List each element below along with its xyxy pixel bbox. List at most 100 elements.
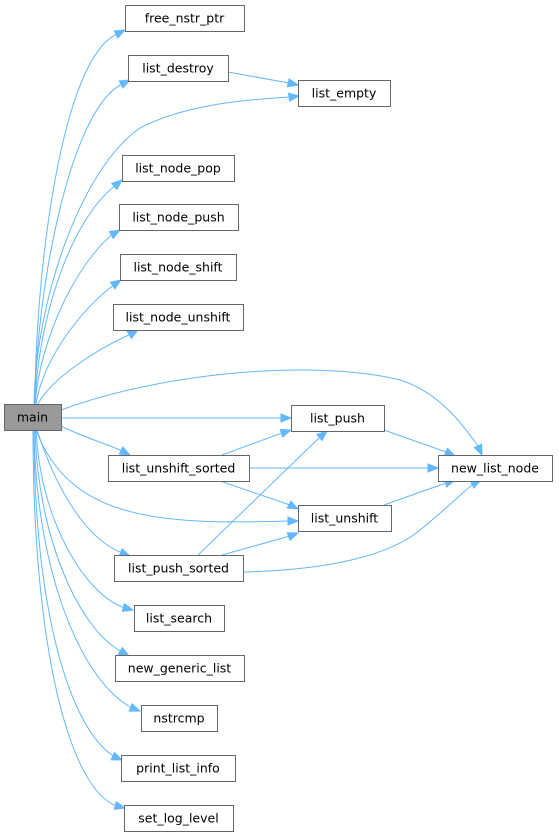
node-list-node-shift[interactable]: list_node_shift (120, 254, 237, 281)
node-list-node-unshift[interactable]: list_node_unshift (113, 304, 244, 331)
edge-line (34, 429, 123, 653)
edge-main-to-list_empty (33, 92, 301, 405)
edge-list_push_sorted-to-list_unshift (221, 532, 300, 556)
node-list-search[interactable]: list_search (134, 605, 225, 632)
node-list-destroy[interactable]: list_destroy (128, 55, 229, 82)
edge-line (33, 429, 133, 709)
arrow-head-icon (287, 516, 300, 526)
edge-line (227, 71, 290, 84)
arrow-head-icon (108, 229, 122, 240)
edge-line (383, 482, 447, 506)
node-list-push-sorted[interactable]: list_push_sorted (114, 555, 244, 582)
edge-list_push-to-new_list_node (383, 429, 457, 457)
node-free-nstr-ptr[interactable]: free_nstr_ptr (125, 5, 245, 32)
arrow-head-icon (279, 428, 293, 438)
arrow-head-icon (109, 279, 123, 290)
edge-line (383, 429, 447, 453)
node-new-generic-list[interactable]: new_generic_list (115, 655, 245, 682)
edge-line (33, 429, 116, 758)
node-box (291, 405, 385, 432)
node-box (119, 204, 239, 231)
edge-main-to-list_search (35, 429, 135, 613)
edge-main-to-list_destroy (34, 79, 132, 405)
edge-line (60, 425, 123, 452)
edge-line (35, 283, 116, 405)
edge-line (34, 83, 123, 405)
node-box (122, 155, 235, 182)
edge-list_unshift_sorted-to-list_unshift (219, 480, 300, 510)
edge-line (221, 432, 283, 456)
node-box (438, 455, 553, 482)
node-label: list_empty (312, 86, 377, 101)
node-box (141, 705, 218, 732)
edge-main-to-list_push_sorted (36, 429, 132, 557)
edge-line (219, 480, 291, 506)
node-box (128, 55, 229, 82)
node-label: nstrcmp (153, 711, 204, 726)
edge-line (32, 429, 118, 807)
node-box (124, 805, 234, 832)
node-box (298, 80, 391, 107)
node-box (4, 404, 62, 431)
node-label: list_node_unshift (126, 310, 231, 325)
arrow-head-icon (118, 446, 132, 456)
edge-main-to-list_node_push (34, 229, 122, 405)
node-new-list-node[interactable]: new_list_node (438, 455, 553, 482)
arrow-head-icon (288, 92, 301, 102)
arrow-head-icon (113, 29, 127, 39)
node-box (120, 254, 237, 281)
edge-line (37, 333, 132, 405)
node-box (134, 605, 225, 632)
node-list-node-pop[interactable]: list_node_pop (122, 155, 235, 182)
arrow-head-icon (280, 413, 293, 423)
edge-main-to-list_node_pop (34, 179, 124, 405)
node-label: list_node_pop (135, 161, 221, 176)
node-label: main (17, 410, 48, 425)
arrow-head-icon (117, 646, 131, 657)
node-set-log-level[interactable]: set_log_level (124, 805, 234, 832)
arrow-head-icon (286, 532, 300, 542)
node-label: list_node_shift (133, 260, 222, 275)
edge-line (36, 429, 123, 554)
arrow-head-icon (110, 751, 124, 761)
node-box (115, 655, 245, 682)
node-nstrcmp[interactable]: nstrcmp (141, 705, 218, 732)
edge-line (60, 369, 479, 447)
edge-list_destroy-to-list_empty (227, 71, 300, 88)
edge-line (34, 33, 118, 405)
arrow-head-icon (473, 443, 483, 457)
edge-main-to-list_unshift_sorted (60, 425, 132, 456)
arrow-head-icon (286, 78, 300, 88)
edge-list_unshift_sorted-to-new_list_node (249, 463, 440, 473)
node-box (121, 755, 236, 782)
node-label: list_destroy (142, 61, 214, 76)
edge-main-to-new_list_node (60, 369, 483, 457)
edge-main-to-set_log_level (32, 429, 127, 811)
edge-list_push_sorted-to-list_push (197, 430, 329, 556)
node-box (114, 555, 244, 582)
arrow-head-icon (286, 500, 300, 510)
node-list-node-push[interactable]: list_node_push (119, 204, 239, 231)
edge-line (34, 184, 117, 405)
edge-main-to-nstrcmp (33, 429, 142, 712)
node-list-unshift[interactable]: list_unshift (298, 505, 392, 532)
node-main[interactable]: main (4, 404, 62, 431)
edge-main-to-list_unshift (35, 429, 300, 526)
node-print-list-info[interactable]: print_list_info (121, 755, 236, 782)
node-label: new_list_node (451, 461, 539, 476)
node-label: new_generic_list (128, 661, 232, 676)
node-list-unshift-sorted[interactable]: list_unshift_sorted (108, 455, 250, 482)
arrow-head-icon (110, 179, 124, 191)
arrow-head-icon (126, 329, 140, 340)
edge-main-to-list_push (61, 413, 293, 423)
arrow-head-icon (128, 702, 142, 712)
edge-main-to-list_node_unshift (37, 329, 140, 405)
node-list-push[interactable]: list_push (291, 405, 385, 432)
edge-main-to-free_nstr_ptr (34, 29, 127, 405)
node-list-empty[interactable]: list_empty (298, 80, 391, 107)
call-graph-nodes: main free_nstr_ptr list_destroy list_emptyl… (4, 5, 553, 832)
node-label: list_push (310, 411, 365, 426)
node-box (113, 304, 244, 331)
edge-line (33, 96, 291, 405)
